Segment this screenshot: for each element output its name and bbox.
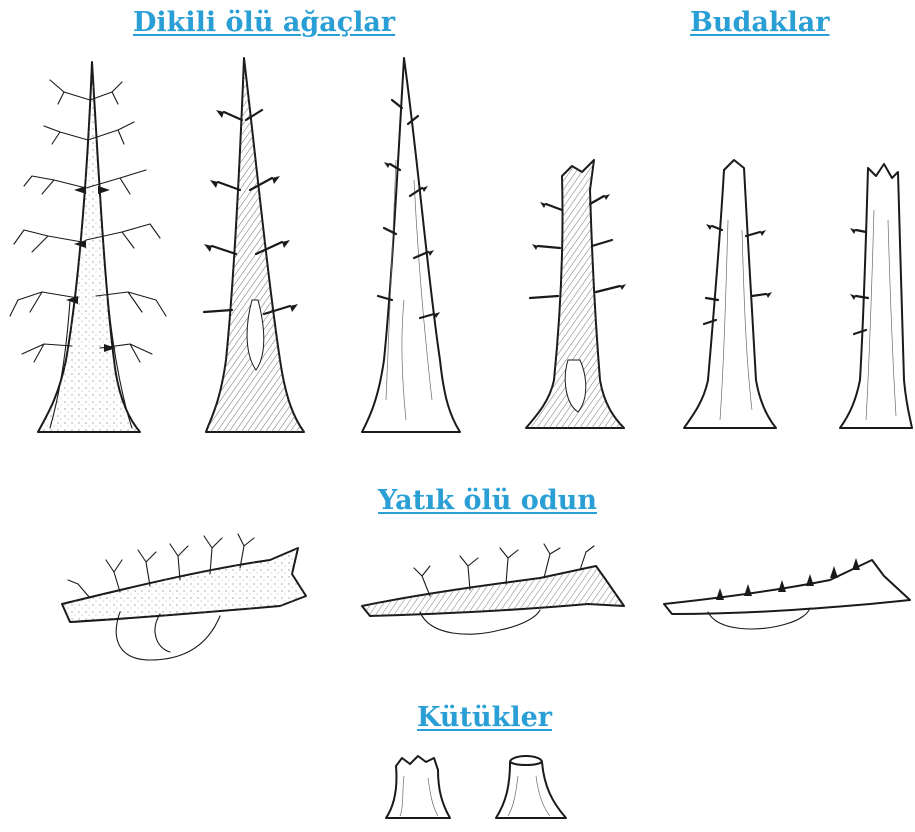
log-lying-with-twigs-drawing	[62, 534, 306, 660]
stump-broken-drawing	[386, 756, 450, 818]
tree-dead-with-twigs-drawing	[10, 62, 166, 432]
snag-pale-drawing	[684, 160, 776, 428]
heading-snags: Budaklar	[690, 9, 830, 36]
heading-stumps: Kütükler	[417, 704, 552, 731]
stump-cut-drawing	[496, 756, 566, 818]
tree-dead-pale-drawing	[362, 58, 460, 432]
log-lying-thin-drawing	[664, 558, 910, 629]
log-lying-hatched-drawing	[362, 544, 624, 634]
snag-broken-hatched-drawing	[526, 160, 626, 428]
heading-lying-dead-wood: Yatık ölü odun	[378, 487, 597, 514]
heading-standing-dead-trees: Dikili ölü ağaçlar	[133, 9, 395, 36]
snag-jagged-drawing	[840, 164, 912, 428]
tree-dead-hatched-drawing	[204, 58, 304, 432]
